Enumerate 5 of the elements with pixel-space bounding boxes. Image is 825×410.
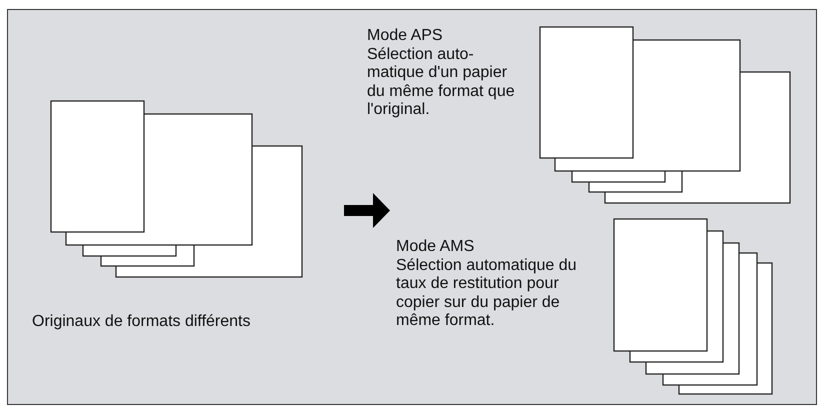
mode-heading: Mode APS [367,27,444,46]
caption-text: Originaux de formats différents [32,313,252,332]
description-text: Sélection automatique du taux de restitution pour copier sur du papier de même format. [396,256,578,330]
description-text: Sélection auto-matique d'un papier du même format que l'original. [367,46,516,120]
mode-heading: Mode AMS [396,238,476,256]
